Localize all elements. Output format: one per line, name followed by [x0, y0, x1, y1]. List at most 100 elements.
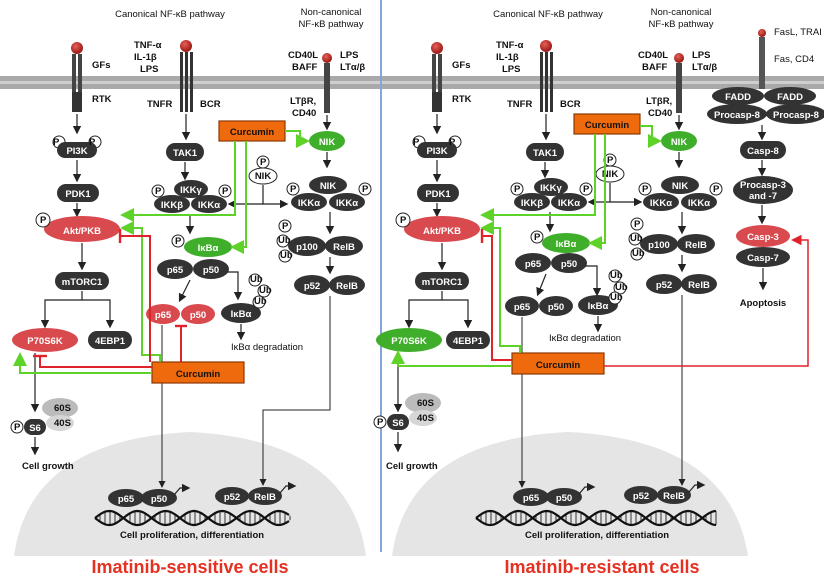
ligand-il1b: IL-1β [134, 52, 157, 63]
p65-node [157, 259, 193, 279]
p65-label-r: p65 [525, 259, 542, 270]
procasp8-label-2: Procasp-8 [773, 110, 819, 121]
apoptosis-label: Apoptosis [740, 298, 786, 309]
right-panel-title: Imatinib-resistant cells [504, 557, 699, 577]
ltbr-label: LTβR, [290, 96, 316, 107]
p-pi3k-r2: P [449, 137, 456, 148]
p-nc-r1: P [642, 184, 649, 195]
akt-label: Akt/PKB [63, 226, 101, 237]
cd40-label-r: CD40 [648, 108, 672, 119]
canonical-header-r: Canonical NF-κB pathway [493, 9, 603, 20]
nuc-relb-label: RelB [254, 492, 276, 503]
ub-2: Ub [259, 285, 272, 296]
pi3k-label-r: PI3K [426, 146, 447, 157]
p100-label: p100 [296, 242, 318, 253]
mtorc1-node-r [415, 272, 469, 290]
ikk-complex [154, 180, 227, 213]
ikkb-label: IKKβ [161, 200, 183, 211]
cd40l-label: CD40L [288, 50, 318, 61]
tnfr-receptor [180, 40, 193, 112]
curcumin-top-label-r: Curcumin [585, 120, 630, 131]
nuc-relb-node [248, 487, 282, 505]
nuc-p52-node [215, 487, 249, 505]
relb-label: RelB [333, 242, 355, 253]
ligand-tnfa-r: TNF-α [496, 40, 524, 51]
ikka-label-r: IKKα [558, 198, 580, 209]
left-panel-title: Imatinib-sensitive cells [91, 557, 288, 577]
ikka-nc-r2: IKKα [688, 198, 710, 209]
ribosome-60s [42, 398, 78, 418]
akt-label-r: Akt/PKB [423, 226, 461, 237]
ikba-node-r [542, 233, 590, 253]
ub-1: Ub [250, 274, 263, 285]
lta-label: LTα/β [340, 62, 365, 73]
pi3k-node-r [417, 142, 457, 158]
p-ikba: P [175, 236, 182, 247]
pdk1-node-r [417, 184, 459, 202]
casp7-node [736, 247, 790, 267]
pi3k-label: PI3K [66, 146, 87, 157]
cell-growth-label: Cell growth [22, 461, 74, 472]
fas-label: Fas, CD4 [774, 54, 814, 65]
p50-free-label: p50 [190, 310, 206, 321]
cd40l-label-r: CD40L [638, 50, 668, 61]
ligand-il1b-r: IL-1β [496, 52, 519, 63]
ikka-nc-r1: IKKα [650, 198, 672, 209]
ligand-lps: LPS [140, 64, 158, 75]
nuc-relb-label-r: RelB [663, 491, 685, 502]
p52-node [294, 275, 330, 295]
p50-label-r: p50 [561, 259, 577, 270]
fasl-label: FasL, TRAI [774, 27, 822, 38]
mtorc1-node [55, 272, 109, 290]
akt-node-r [404, 216, 480, 242]
40s-label-r: 40S [417, 413, 434, 424]
lps2-label: LPS [340, 50, 358, 61]
noncanonical-header-1: Non-canonical [301, 7, 362, 18]
p70s6k-node [12, 328, 78, 352]
fadd-node-1 [712, 87, 764, 105]
ikba-ub-node [221, 303, 261, 323]
rtk-label-r: RTK [452, 94, 472, 105]
ub-r2: Ub [615, 282, 628, 293]
relb-node [325, 236, 363, 256]
gfs-label: GFs [92, 60, 110, 71]
p52-label: p52 [304, 281, 320, 292]
nik-small-label-r: NIK [602, 169, 619, 180]
nuc-p50-node [141, 489, 177, 507]
p-ikba-r: P [534, 232, 541, 243]
p-nik-small-r: P [607, 155, 614, 166]
ikka-nc-2: IKKα [336, 198, 358, 209]
nuc-p52-label: p52 [224, 492, 240, 503]
p50-label: p50 [203, 265, 219, 276]
procasp8-node-1 [707, 104, 767, 124]
tak1-node [166, 143, 204, 161]
ribosome-40s [46, 415, 74, 431]
ikba-label: IκBα [198, 243, 219, 254]
akt-node [44, 216, 120, 242]
nik-ikka-complex [291, 176, 365, 211]
ikba-ub-label-r: IκBα [588, 301, 609, 312]
pdk1-node [57, 184, 99, 202]
60s-label: 60S [54, 403, 71, 414]
ikka-label: IKKα [198, 200, 220, 211]
nuc-p65-node [108, 489, 144, 507]
baff-label: BAFF [292, 62, 318, 73]
ikba-node [184, 237, 232, 257]
tak1-node-r [526, 143, 564, 161]
p-akt: P [40, 215, 47, 226]
nik-label-r: NIK [671, 137, 688, 148]
pdk1-label-r: PDK1 [425, 189, 451, 200]
nik-node-r [661, 131, 697, 151]
procasp37-label-1: Procasp-3 [740, 180, 786, 191]
p65-label: p65 [167, 265, 184, 276]
tak1-label-r: TAK1 [533, 148, 558, 159]
p50-free-node [181, 304, 215, 324]
casp3-node [736, 225, 790, 247]
p-nc-r2: P [713, 184, 720, 195]
nuc-p65-label: p65 [118, 494, 135, 505]
ligand-lps-r: LPS [502, 64, 520, 75]
nik-small-label: NIK [255, 171, 272, 182]
ub-r3: Ub [610, 292, 623, 303]
4ebp1-node [88, 331, 132, 349]
lta-label-r: LTα/β [692, 62, 717, 73]
